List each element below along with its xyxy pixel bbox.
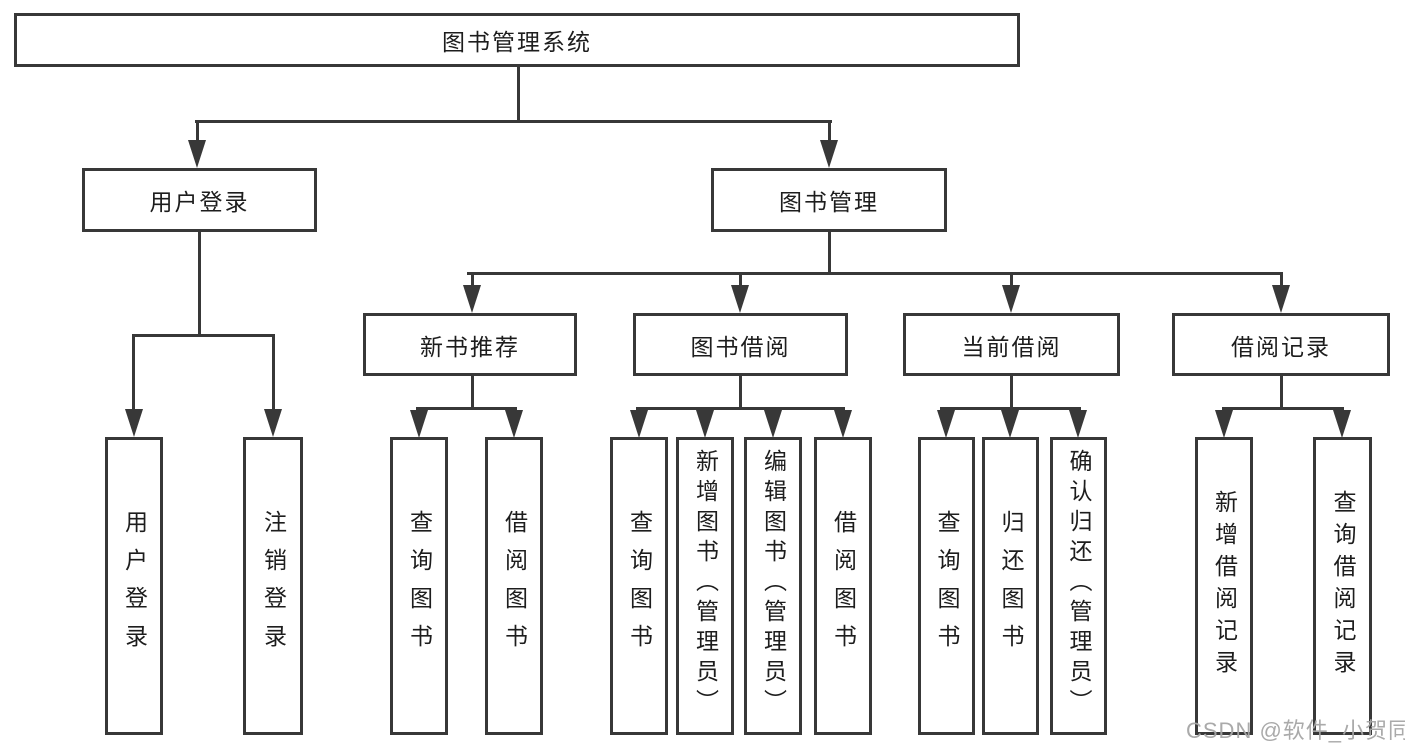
leaf-borrow-books-label: 借阅图书 xyxy=(830,510,857,662)
connector-borrowing-records-stub xyxy=(1280,376,1283,410)
leaf-query-books-recommend-label: 查询图书 xyxy=(406,510,433,662)
node-user-login: 用户登录 xyxy=(82,168,317,232)
node-current-borrowing: 当前借阅 xyxy=(903,313,1120,376)
leaf-logout-label: 注销登录 xyxy=(260,510,287,662)
arrowhead-add-books-admin xyxy=(696,410,714,438)
arrowhead-edit-books-admin xyxy=(764,410,782,438)
connector-book-management-stub xyxy=(828,231,831,275)
connector-book-borrowing-branch xyxy=(636,407,845,410)
arrowhead-user-login xyxy=(188,140,206,168)
node-user-login-label: 用户登录 xyxy=(149,189,250,215)
node-book-borrowing-label: 图书借阅 xyxy=(690,333,791,360)
connector-new-book-branch xyxy=(416,407,517,410)
arrowhead-book-borrowing xyxy=(731,285,749,313)
connector-book-borrowing-stub xyxy=(739,376,742,410)
leaf-user-login: 用户登录 xyxy=(105,437,163,735)
arrowhead-query-borrow-record xyxy=(1333,410,1351,438)
node-library-system: 图书管理系统 xyxy=(14,13,1020,67)
connector-current-borrowing-stub xyxy=(1010,376,1013,410)
connector-new-book-stub xyxy=(471,376,474,410)
node-new-book-recommendation-label: 新书推荐 xyxy=(420,333,520,360)
leaf-query-books-recommend: 查询图书 xyxy=(390,437,448,735)
leaf-add-borrow-record: 新增借阅记录 xyxy=(1195,437,1253,735)
arrowhead-borrow-books-recommend xyxy=(505,410,523,438)
leaf-query-books-current-label: 查询图书 xyxy=(934,510,960,662)
leaf-edit-books-admin: 编辑图书（管理员） xyxy=(744,437,802,735)
leaf-query-books-borrow-label: 查询图书 xyxy=(626,510,653,662)
connector-drop-book-borrowing xyxy=(739,272,742,288)
node-library-system-label: 图书管理系统 xyxy=(442,29,592,55)
connector-drop-leaf-user-login xyxy=(132,334,135,412)
connector-drop-new-book xyxy=(471,272,474,288)
arrowhead-query-books-recommend xyxy=(410,410,428,438)
arrowhead-borrowing-records xyxy=(1272,285,1290,313)
connector-level2-branch xyxy=(195,120,832,123)
leaf-borrow-books-recommend: 借阅图书 xyxy=(485,437,543,735)
leaf-add-borrow-record-label: 新增借阅记录 xyxy=(1211,490,1238,682)
connector-user-login-stub xyxy=(198,232,201,337)
leaf-add-books-admin: 新增图书（管理员） xyxy=(676,437,734,735)
arrowhead-current-borrowing xyxy=(1002,285,1020,313)
leaf-query-borrow-record-label: 查询借阅记录 xyxy=(1330,490,1356,682)
node-book-management-label: 图书管理 xyxy=(779,189,879,215)
connector-borrowing-records-branch xyxy=(1222,407,1344,410)
node-borrowing-records-label: 借阅记录 xyxy=(1231,333,1331,360)
arrowhead-confirm-return-admin xyxy=(1069,410,1087,438)
arrowhead-book-management xyxy=(820,140,838,168)
arrowhead-leaf-user-login xyxy=(125,409,143,437)
connector-root-stub xyxy=(517,65,520,123)
leaf-return-books-label: 归还图书 xyxy=(998,510,1024,662)
connector-user-login-branch xyxy=(132,334,275,337)
leaf-borrow-books: 借阅图书 xyxy=(814,437,872,735)
node-current-borrowing-label: 当前借阅 xyxy=(961,333,1062,360)
leaf-add-books-admin-label: 新增图书（管理员） xyxy=(692,449,719,719)
node-new-book-recommendation: 新书推荐 xyxy=(363,313,577,376)
connector-drop-current-borrowing xyxy=(1010,272,1013,288)
leaf-query-books-current: 查询图书 xyxy=(918,437,975,735)
leaf-query-books-borrow: 查询图书 xyxy=(610,437,668,735)
connector-drop-borrowing-records xyxy=(1280,272,1283,288)
arrowhead-return-books xyxy=(1001,410,1019,438)
leaf-query-borrow-record: 查询借阅记录 xyxy=(1313,437,1372,735)
connector-drop-book-management xyxy=(828,120,831,144)
arrowhead-borrow-books xyxy=(834,410,852,438)
connector-drop-leaf-logout xyxy=(272,334,275,412)
leaf-confirm-return-admin-label: 确认归还（管理员） xyxy=(1066,449,1092,719)
leaf-borrow-books-recommend-label: 借阅图书 xyxy=(501,510,528,662)
watermark: CSDN @软件_小贺同学 xyxy=(1186,718,1405,743)
arrowhead-leaf-logout xyxy=(264,409,282,437)
node-book-management: 图书管理 xyxy=(711,168,947,232)
arrowhead-query-books-borrow xyxy=(630,410,648,438)
node-book-borrowing: 图书借阅 xyxy=(633,313,848,376)
leaf-logout: 注销登录 xyxy=(243,437,303,735)
connector-level3-branch xyxy=(467,272,1283,275)
arrowhead-add-borrow-record xyxy=(1215,410,1233,438)
node-borrowing-records: 借阅记录 xyxy=(1172,313,1390,376)
leaf-return-books: 归还图书 xyxy=(982,437,1039,735)
arrowhead-new-book xyxy=(463,285,481,313)
leaf-user-login-label: 用户登录 xyxy=(121,510,148,662)
leaf-confirm-return-admin: 确认归还（管理员） xyxy=(1050,437,1107,735)
arrowhead-query-books-current xyxy=(937,410,955,438)
leaf-edit-books-admin-label: 编辑图书（管理员） xyxy=(760,449,787,719)
connector-drop-user-login xyxy=(196,120,199,144)
